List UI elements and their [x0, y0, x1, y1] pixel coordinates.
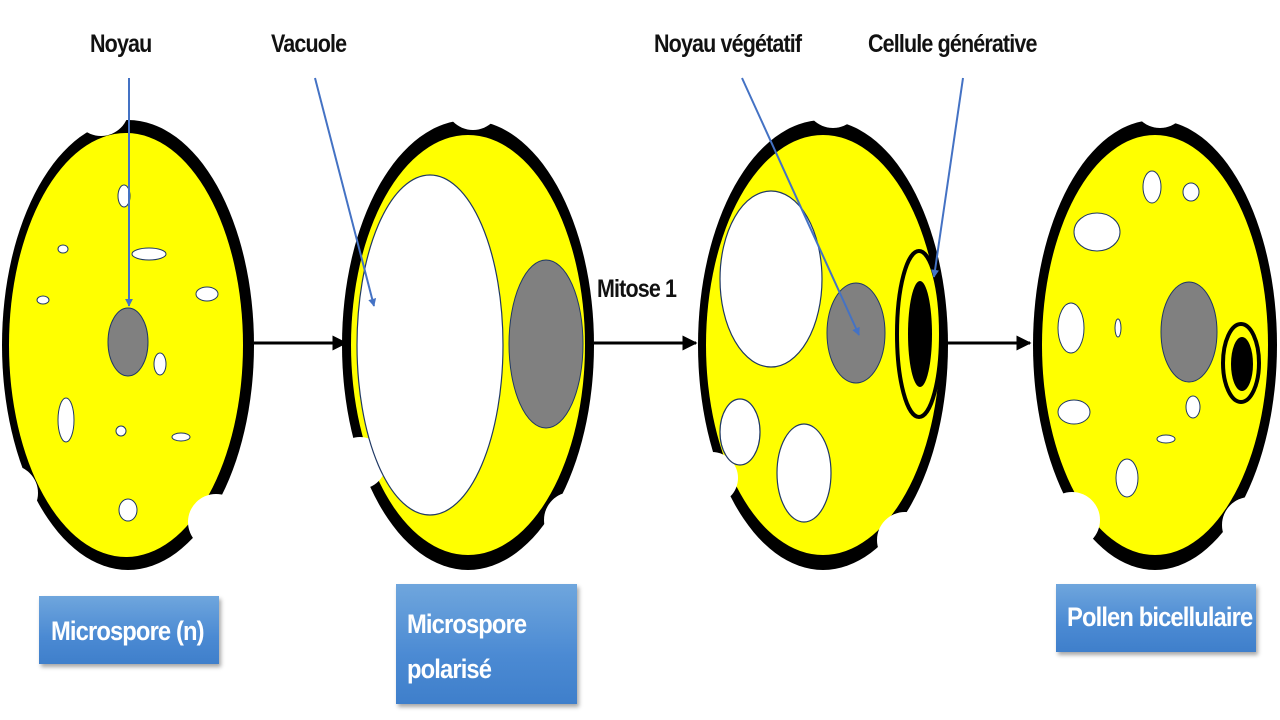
small-vacuole: [719, 398, 761, 466]
small-vacuoles: [36, 184, 219, 522]
noyau-vegetatif-pointer: [741, 77, 860, 336]
microspore-cell: [0, 80, 254, 570]
noyau-vegetatif-label: Noyau végétatif: [654, 30, 802, 58]
vacuole-label: Vacuole: [271, 30, 347, 58]
wall-pore: [1222, 497, 1278, 553]
stage-label-microspore-polarise-line2: polarisé: [407, 654, 492, 684]
generative-nucleus: [1231, 337, 1253, 391]
dividing-cell: [686, 72, 948, 570]
large-vacuole: [719, 190, 823, 368]
wall-pore: [445, 74, 501, 130]
wall-pore: [544, 492, 600, 548]
noyau-label: Noyau: [90, 30, 152, 58]
bicellular-pollen-cell: [1033, 72, 1278, 570]
wall-pore: [1132, 72, 1188, 128]
wall-pore: [0, 465, 38, 521]
wall-pore: [73, 80, 129, 136]
wall-pore: [188, 494, 244, 550]
stage-label-microspore: Microspore (n): [51, 616, 205, 646]
large-vacuole: [356, 174, 504, 516]
stage-label-microspore-polarise-line1: Microspore: [407, 609, 527, 639]
nucleus: [107, 307, 149, 377]
cellule-generative-label: Cellule générative: [868, 30, 1037, 58]
mitose-label: Mitose 1: [597, 275, 677, 303]
vegetative-nucleus: [1160, 281, 1218, 383]
polarized-microspore-cell: [334, 74, 600, 570]
generative-nucleus: [908, 281, 932, 387]
wall-pore: [877, 512, 933, 568]
wall-pore: [686, 452, 738, 504]
small-vacuole: [776, 423, 832, 523]
small-vacuoles: [1057, 170, 1201, 498]
stage-box-microspore-polarise: Microspore polarisé: [396, 584, 577, 704]
wall-pore: [1044, 492, 1100, 548]
stage-box-microspore: Microspore (n): [39, 596, 219, 664]
nucleus: [508, 259, 584, 429]
stage-label-pollen-bicellulaire: Pollen bicellulaire: [1067, 602, 1253, 632]
cellule-generative-pointer: [931, 77, 964, 278]
vacuole-pointer: [314, 77, 377, 307]
vegetative-nucleus: [826, 282, 886, 384]
wall-pore: [805, 72, 861, 128]
stage-box-pollen-bicellulaire: Pollen bicellulaire: [1056, 584, 1256, 652]
